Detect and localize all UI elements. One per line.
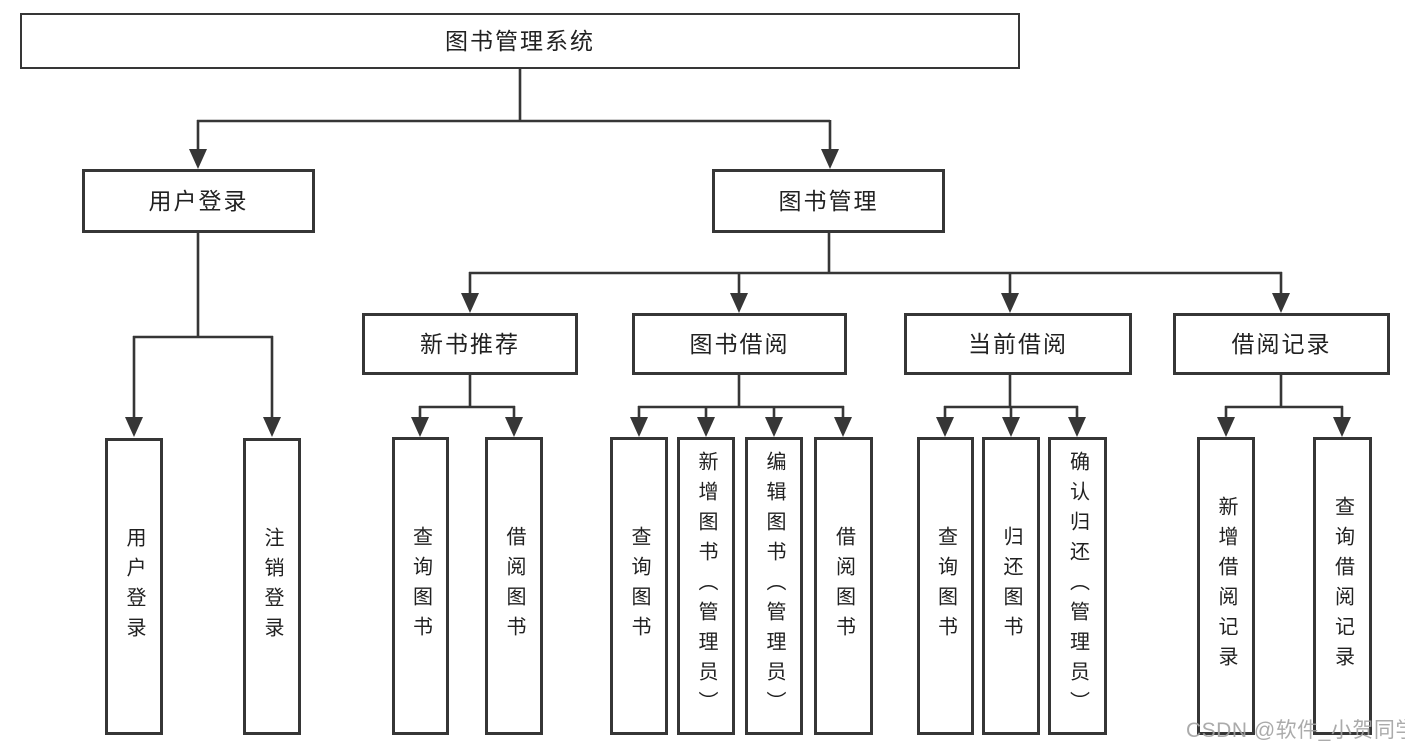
node-label: 归还图书	[1000, 526, 1022, 646]
node-logout: 注销登录	[243, 438, 301, 735]
node-records-search-record: 查询借阅记录	[1313, 437, 1372, 735]
node-user-login: 用户登录	[82, 169, 315, 233]
node-label: 借阅记录	[1231, 330, 1332, 357]
node-borrowing-edit-books: 编辑图书（管理员）	[745, 437, 803, 735]
node-label: 新增借阅记录	[1215, 496, 1237, 676]
node-borrowing-add-books: 新增图书（管理员）	[677, 437, 735, 735]
node-root: 图书管理系统	[20, 13, 1020, 69]
node-label: 编辑图书（管理员）	[763, 451, 785, 721]
node-label: 图书借阅	[689, 330, 790, 357]
node-label: 查询图书	[934, 526, 957, 646]
node-label: 用户登录	[148, 187, 249, 214]
node-book-borrowing: 图书借阅	[632, 313, 847, 375]
node-label: 图书管理	[778, 187, 879, 214]
node-current-return-books: 归还图书	[982, 437, 1040, 735]
node-label: 当前借阅	[968, 330, 1068, 357]
watermark-text: CSDN @软件_小贺同学	[1186, 719, 1405, 742]
node-label: 新书推荐	[420, 330, 520, 357]
node-label: 借阅图书	[832, 526, 855, 646]
node-label: 查询图书	[628, 526, 650, 646]
node-borrowing-records: 借阅记录	[1173, 313, 1390, 375]
node-login: 用户登录	[105, 438, 163, 735]
node-label: 借阅图书	[503, 526, 525, 646]
node-current-search-books: 查询图书	[917, 437, 974, 735]
node-label: 新增图书（管理员）	[695, 451, 717, 721]
node-label: 查询借阅记录	[1331, 496, 1354, 676]
node-current-borrowing: 当前借阅	[904, 313, 1132, 375]
node-recommend-search-books: 查询图书	[392, 437, 449, 735]
node-records-add-record: 新增借阅记录	[1197, 437, 1255, 735]
node-label: 查询图书	[409, 526, 432, 646]
node-label: 图书管理系统	[445, 27, 595, 54]
node-label: 注销登录	[261, 526, 283, 647]
node-recommend-borrow-books: 借阅图书	[485, 437, 543, 735]
node-label: 用户登录	[123, 526, 145, 647]
node-borrowing-search-books: 查询图书	[610, 437, 668, 735]
node-book-management: 图书管理	[712, 169, 945, 233]
node-current-confirm-return: 确认归还（管理员）	[1048, 437, 1107, 735]
node-label: 确认归还（管理员）	[1066, 451, 1089, 721]
node-new-book-recommend: 新书推荐	[362, 313, 578, 375]
node-borrowing-borrow-books: 借阅图书	[814, 437, 873, 735]
